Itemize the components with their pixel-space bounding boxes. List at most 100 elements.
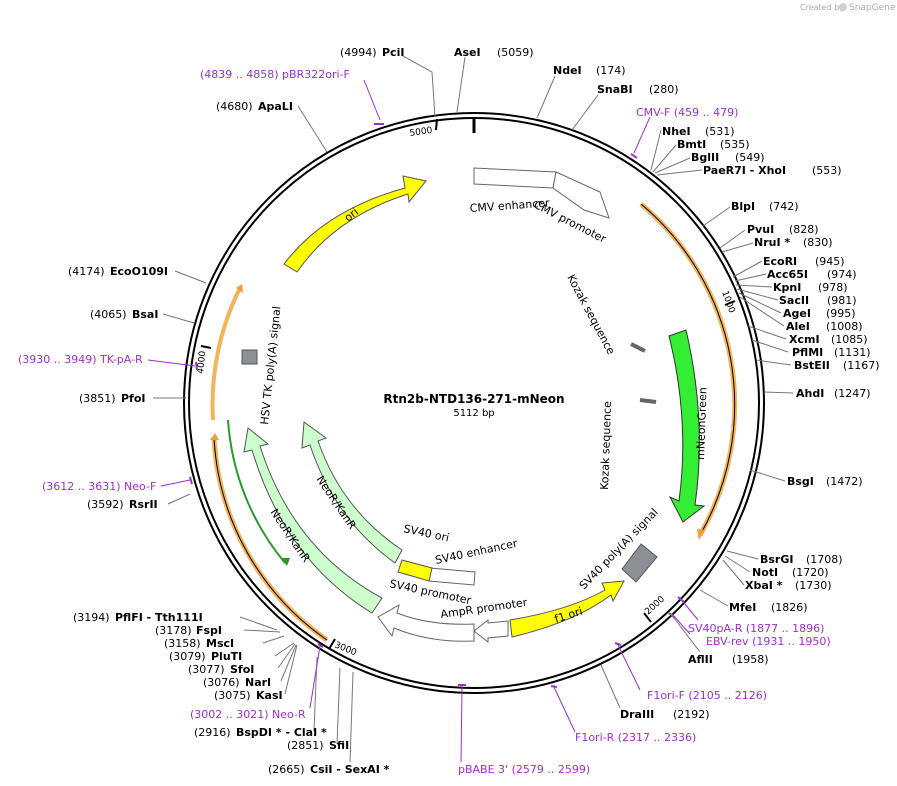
site-name: PfoI bbox=[121, 392, 146, 405]
leader-blpi bbox=[702, 206, 731, 227]
site-name: ApaLI bbox=[258, 100, 293, 113]
leader-nari bbox=[280, 644, 297, 682]
leader-sexai bbox=[349, 671, 354, 763]
site-pos: (4994) bbox=[340, 46, 377, 59]
primer-label-pbabe3: pBABE 3' (2579 .. 2599) bbox=[458, 763, 590, 776]
site-pos: (1085) bbox=[831, 333, 868, 346]
leader-nrui bbox=[721, 242, 754, 253]
site-pos: (535) bbox=[720, 138, 750, 151]
site-name: NheI bbox=[662, 125, 691, 138]
site-pos: (3194) bbox=[73, 611, 110, 624]
site-name: CsiI - SexAI * bbox=[310, 763, 390, 776]
orange-arc-mneon-core bbox=[640, 203, 736, 536]
site-name: NdeI bbox=[553, 64, 582, 77]
primer-leader-lines bbox=[147, 79, 699, 763]
leader-pluti bbox=[274, 642, 295, 657]
feature-f1-ori bbox=[509, 580, 625, 638]
site-name: FspI bbox=[196, 624, 222, 637]
site-name: AhdI bbox=[796, 387, 824, 400]
feature-ori bbox=[283, 175, 427, 273]
site-name: BsgI bbox=[787, 475, 814, 488]
tick-label-2000: 2000 bbox=[643, 594, 667, 617]
tick-4000 bbox=[200, 345, 212, 349]
leader-ecori bbox=[732, 260, 763, 278]
site-pos: (5059) bbox=[497, 46, 534, 59]
site-name: MfeI bbox=[729, 601, 756, 614]
primer-label-neo-f: (3612 .. 3631) Neo-F bbox=[42, 480, 156, 493]
site-labels: (4994) PciI AseI (5059) NdeI (174) SnaBI… bbox=[68, 46, 880, 776]
site-name: Acc65I bbox=[767, 268, 808, 281]
tick-1000 bbox=[724, 300, 736, 306]
site-name: PluTI bbox=[211, 650, 242, 663]
leader-ecoo109i bbox=[174, 270, 207, 284]
leader-bmti bbox=[652, 144, 677, 173]
kozak-marker-2 bbox=[639, 398, 657, 404]
site-name: BsrGI bbox=[760, 553, 793, 566]
leader-aflii bbox=[670, 613, 701, 653]
site-pos: (4680) bbox=[216, 100, 253, 113]
site-name: PflMI bbox=[792, 346, 823, 359]
leader-apali bbox=[297, 105, 328, 153]
label-sv40-ori: SV40 ori bbox=[402, 522, 450, 544]
site-name: PflFI - Tth111I bbox=[115, 611, 203, 624]
leader-pflmi bbox=[751, 339, 789, 353]
primer-marker-neor bbox=[317, 643, 324, 648]
primer-label-f1ori-f: F1ori-F (2105 .. 2126) bbox=[647, 689, 767, 702]
site-name: AleI bbox=[786, 320, 810, 333]
site-pos: (174) bbox=[596, 64, 626, 77]
leader-primer-f1r bbox=[553, 686, 576, 733]
tick-label-3000: 3000 bbox=[333, 641, 358, 659]
site-name: NarI bbox=[245, 676, 271, 689]
leader-sacii bbox=[736, 288, 779, 301]
site-name: SfiI bbox=[329, 739, 349, 752]
kozak-marker-1 bbox=[630, 342, 646, 353]
feature-ampr-promoter bbox=[473, 618, 509, 644]
primer-labels: (4839 .. 4858) pBR322ori-F CMV-F (459 ..… bbox=[18, 68, 831, 776]
site-name: XbaI * bbox=[745, 579, 783, 592]
leader-asei bbox=[456, 56, 466, 113]
leader-sfii bbox=[336, 667, 341, 745]
primer-marker-tkpa bbox=[195, 361, 198, 371]
primer-marker-f1f bbox=[614, 642, 622, 646]
site-pos: (1008) bbox=[826, 320, 863, 333]
neor-strand-line bbox=[227, 419, 286, 564]
feature-hsv-tk-polya bbox=[241, 349, 258, 365]
site-pos: (3178) bbox=[155, 624, 192, 637]
site-pos: (4174) bbox=[68, 265, 105, 278]
tick-label-4000: 4000 bbox=[196, 350, 208, 374]
leader-primer-f1f bbox=[617, 644, 641, 691]
site-pos: (1131) bbox=[834, 346, 871, 359]
site-name: PvuI bbox=[747, 223, 774, 236]
site-leader-lines bbox=[153, 55, 794, 763]
site-pos: (1958) bbox=[732, 653, 769, 666]
label-hsv-tk-polya: HSV TK poly(A) signal bbox=[258, 305, 283, 425]
orange-arc-neo-core bbox=[213, 436, 328, 641]
orange-arc-tk bbox=[210, 289, 241, 421]
leader-bsteii bbox=[755, 359, 792, 366]
primer-label-tk-pa-r: (3930 .. 3949) TK-pA-R bbox=[18, 353, 143, 366]
ruler-ticks bbox=[200, 118, 736, 650]
leader-rsrii bbox=[167, 493, 191, 505]
site-pos: (553) bbox=[812, 164, 842, 177]
label-kozak-1: Kozak sequence bbox=[564, 272, 617, 357]
site-pos: (3079) bbox=[169, 650, 206, 663]
primer-label-neo-r: (3002 .. 3021) Neo-R bbox=[190, 708, 306, 721]
leader-bsgi bbox=[749, 469, 786, 482]
leader-draiii bbox=[600, 664, 621, 709]
leader-msci bbox=[262, 635, 285, 644]
site-pos: (531) bbox=[705, 125, 735, 138]
site-pos: (2192) bbox=[673, 708, 710, 721]
primer-label-f1ori-r: F1ori-R (2317 .. 2336) bbox=[575, 731, 696, 744]
site-name: BspDI * - ClaI * bbox=[236, 726, 327, 739]
feature-neor-inner bbox=[301, 421, 403, 564]
primer-marker-cmvf bbox=[630, 153, 638, 159]
leader-acc65i bbox=[734, 273, 767, 282]
leader-snabi bbox=[571, 94, 599, 131]
site-pos: (945) bbox=[815, 255, 845, 268]
tick-2000 bbox=[643, 612, 652, 623]
snapgene-logo-icon bbox=[839, 3, 847, 11]
feature-sv40-polya bbox=[621, 543, 658, 583]
site-pos: (4065) bbox=[90, 308, 127, 321]
site-pos: (1167) bbox=[843, 359, 880, 372]
